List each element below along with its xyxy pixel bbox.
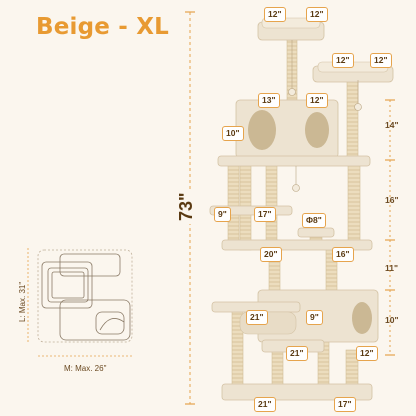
product-title: Beige - XL [36,14,170,40]
upper-condo [235,99,339,159]
post-diameter-label: Φ8" [302,213,326,228]
left-shelf-label: 9" [214,207,231,222]
hammock-width-label: 21" [246,310,268,325]
base-width-label: 21" [254,397,276,412]
post-top-pad [297,227,335,238]
segment-d-label: 10" [385,315,399,325]
dangling-toys [288,40,362,192]
condo-width-label: 13" [258,93,280,108]
total-height-label: 73" [176,189,197,224]
condo-depth-label: 12" [306,93,328,108]
mid-depth-label: 16" [332,247,354,262]
footprint-width-label: M: Max. 26" [64,364,107,373]
base-board [221,383,373,401]
segment-a-label: 14" [385,120,399,130]
perch-depth-label: 12" [370,53,392,68]
lower-depth-label: 12" [356,346,378,361]
mid-shelf-label: 17" [254,207,276,222]
hammock-small-label: 9" [306,310,323,325]
segment-b-label: 16" [385,195,399,205]
segment-c-label: 11" [385,263,399,273]
footprint-diagram [37,249,133,343]
base-depth-label: 17" [334,397,356,412]
upper-platform [217,155,371,167]
top-depth-label: 12" [306,7,328,22]
lower-width-label: 21" [286,346,308,361]
top-width-label: 12" [264,7,286,22]
condo-height-label: 10" [222,126,244,141]
footprint-length-label: L: Max. 31" [18,281,27,322]
mid-width-label: 20" [260,247,282,262]
perch-width-label: 12" [332,53,354,68]
